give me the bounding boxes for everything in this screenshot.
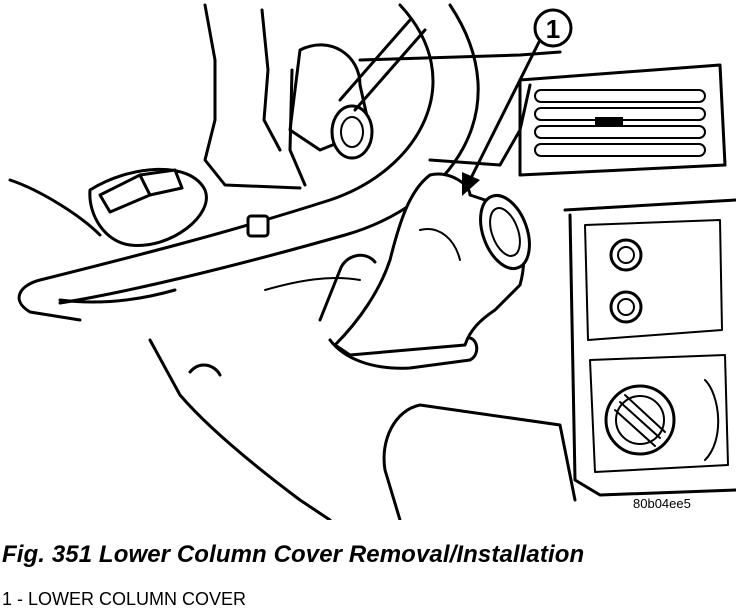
- callout-circle: [533, 8, 573, 48]
- ignition-lock: [288, 18, 427, 187]
- legend-item-1: 1 - LOWER COLUMN COVER: [2, 589, 247, 609]
- figure-caption: Fig. 351 Lower Column Cover Removal/Inst…: [2, 541, 585, 568]
- instrument-panel: [563, 198, 736, 497]
- technician-hands: [148, 253, 577, 520]
- legend: 1 - LOWER COLUMN COVER: [2, 589, 246, 610]
- lower-column-cover: [333, 172, 531, 357]
- air-vent: [518, 63, 727, 177]
- switch-knob: [88, 167, 270, 247]
- dash-trim-panel: [203, 3, 562, 190]
- callout-1: 1: [462, 8, 573, 196]
- technical-illustration: 1 80b04ee5: [8, 3, 736, 520]
- callout-number: 1: [546, 14, 560, 44]
- column-cover-drawing: 1 80b04ee5: [8, 3, 736, 520]
- drawing-code: 80b04ee5: [633, 496, 691, 511]
